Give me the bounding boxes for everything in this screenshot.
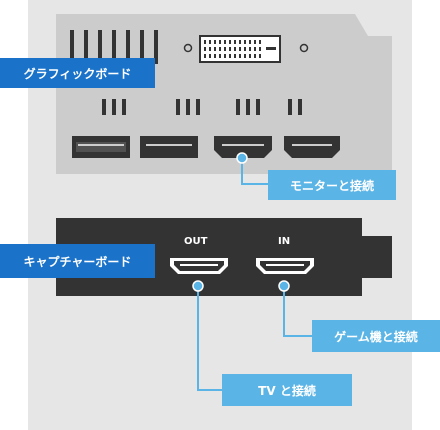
tv-callout-line xyxy=(192,280,222,391)
capture-in-port xyxy=(256,258,314,274)
out-port-label: OUT xyxy=(184,236,208,247)
capture-board-label-bg xyxy=(0,244,155,278)
tv-connection-label: TV と接続 xyxy=(258,383,316,398)
monitor-callout-box xyxy=(268,170,396,200)
graphics-board-label: グラフィックボード xyxy=(23,66,132,81)
hdmi-port-2 xyxy=(284,136,340,158)
game-connection-label: ゲーム機と接続 xyxy=(334,329,418,344)
dvi-port xyxy=(183,35,309,63)
monitor-callout-line xyxy=(236,152,268,185)
monitor-connection-label: モニターと接続 xyxy=(289,178,374,193)
displayport-port-2 xyxy=(140,136,198,158)
game-callout-box xyxy=(312,320,440,352)
capture-board-label: キャプチャーボード xyxy=(23,254,132,269)
hdmi-port-1 xyxy=(214,136,272,158)
in-port-label: IN xyxy=(278,236,291,247)
graphics-card-vents xyxy=(70,30,158,64)
graphics-card-mid-vents xyxy=(102,99,302,115)
game-callout-line xyxy=(278,280,312,337)
graphics-board-label-bg xyxy=(0,58,155,88)
capture-out-port xyxy=(170,258,228,274)
tv-callout-box xyxy=(222,374,352,406)
displayport-port-1 xyxy=(72,136,130,158)
